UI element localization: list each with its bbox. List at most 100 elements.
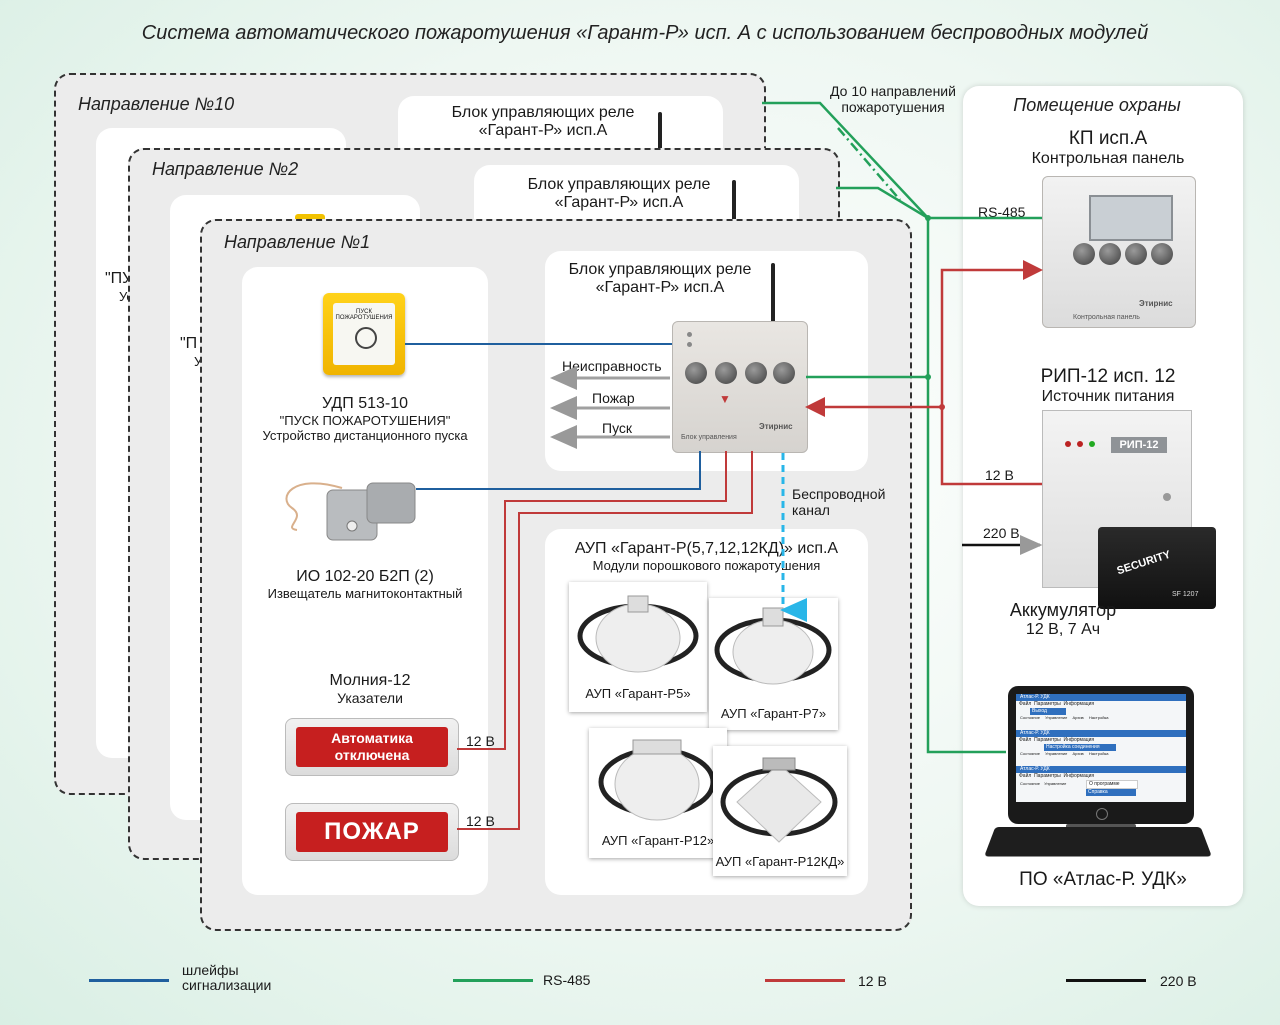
- io-body-right: [366, 482, 416, 524]
- red-junction: [939, 404, 945, 410]
- screen-item-connection: Настройка соединения: [1044, 744, 1116, 751]
- udp-caption: УДП 513-10 "ПУСК ПОЖАРОТУШЕНИЯ" Устройст…: [262, 395, 468, 443]
- udp-face-text: ПУСК ПОЖАРОТУШЕНИЯ: [335, 309, 393, 321]
- aup-p5-module-icon: [577, 595, 699, 673]
- aup-p5-label: АУП «Гарант-Р5»: [585, 686, 691, 701]
- screen-win-3-title: Атлас-Р. УДК: [1016, 766, 1186, 773]
- output-fault-label: Неисправность: [562, 358, 662, 374]
- green-dashdot: [837, 127, 901, 201]
- legend-black-label: 220 В: [1160, 973, 1197, 989]
- aup-p7-module-icon: [714, 607, 832, 685]
- software-caption: ПО «Атлас-Р. УДК»: [1019, 869, 1187, 890]
- io-caption: ИО 102-20 Б2П (2) Извещатель магнитоконт…: [267, 568, 463, 601]
- aup-p12-photo: АУП «Гарант-Р12»: [589, 728, 727, 858]
- computer-keyboard: [984, 826, 1212, 857]
- aup-p12-module-icon: [598, 739, 716, 821]
- security-room-title: Помещение охраны: [1013, 95, 1181, 115]
- relay-led-2: [687, 342, 692, 347]
- screen-win-3-cols: Состояние Управление: [1020, 781, 1067, 786]
- aup-p12kd-photo: АУП «Гарант-Р12КД»: [713, 746, 847, 876]
- direction-2-label: Направление №2: [152, 159, 299, 179]
- rip-badge: РИП-12: [1111, 437, 1167, 453]
- rip-led-2: [1077, 441, 1083, 447]
- io-wire: [285, 482, 343, 531]
- direction-10-label: Направление №10: [78, 94, 235, 114]
- relay-device-caption: Блок управления: [681, 434, 737, 441]
- screen-win-2-cols: Состояние Управление Архив Настройка: [1020, 751, 1109, 756]
- udp-face-panel: ПУСК ПОЖАРОТУШЕНИЯ: [333, 303, 395, 365]
- relay-button-1: [685, 362, 707, 384]
- udp-device-image: ПУСК ПОЖАРОТУШЕНИЯ: [323, 293, 405, 375]
- green-junction-2: [925, 374, 931, 380]
- direction-2-partial-text: "П У: [180, 335, 203, 369]
- computer-logo: [1096, 808, 1108, 820]
- aup-p12kd-label: АУП «Гарант-Р12КД»: [715, 854, 845, 869]
- aup-p12-label: АУП «Гарант-Р12»: [601, 833, 715, 848]
- relay-device: ▼ Блок управления Этирнис: [672, 321, 808, 453]
- legend-blue-label: шлейфы сигнализации: [182, 962, 272, 993]
- relay-brand: Этирнис: [759, 422, 793, 431]
- kp-button-1: [1073, 243, 1095, 265]
- screen-win-1: Атлас-Р. УДК Файл Параметры Информация В…: [1016, 694, 1186, 728]
- relay-antenna: [771, 263, 775, 325]
- legend-green-line: [453, 979, 533, 982]
- screen-win-1-cols: Состояние Управление Архив Настройка: [1020, 715, 1109, 720]
- diagram-title: Система автоматического пожаротушения «Г…: [141, 22, 1149, 44]
- rip-lock: [1163, 493, 1171, 501]
- output-fire-label: Пожар: [592, 390, 635, 406]
- legend-blue-line: [89, 979, 169, 982]
- computer-screen: Атлас-Р. УДК Файл Параметры Информация В…: [1016, 694, 1186, 802]
- legend-black-line: [1066, 979, 1146, 982]
- sign-automatics-off-face: Автоматика отключена: [296, 727, 448, 767]
- io-screw: [346, 520, 358, 532]
- aup-p7-label: АУП «Гарант-Р7»: [720, 706, 827, 721]
- kp-button-2: [1099, 243, 1121, 265]
- screen-win-2: Атлас-Р. УДК Файл Параметры Информация Н…: [1016, 730, 1186, 764]
- relay-button-3: [745, 362, 767, 384]
- output-start-label: Пуск: [602, 420, 633, 436]
- relay-led-1: [687, 332, 692, 337]
- legend-red-line: [765, 979, 845, 982]
- aup-p5-photo: АУП «Гарант-Р5»: [569, 582, 707, 712]
- screen-win-1-menu: Файл Параметры Информация: [1019, 701, 1095, 707]
- rip-led-1: [1065, 441, 1071, 447]
- screen-item-help: Справка: [1086, 789, 1136, 796]
- screen-win-3: Атлас-Р. УДК Файл Параметры Информация О…: [1016, 766, 1186, 802]
- kp-caption: КП исп.А Контрольная панель: [1031, 128, 1185, 167]
- rip-220v-label: 220 В: [983, 525, 1020, 541]
- io-detector-image: [285, 482, 416, 541]
- rip-led-3: [1089, 441, 1095, 447]
- relay-button-2: [715, 362, 737, 384]
- screen-item-exit: Выход: [1030, 708, 1066, 715]
- battery-caption: Аккумулятор 12 В, 7 Ач: [1009, 600, 1117, 638]
- screen-item-about: О программе: [1086, 780, 1138, 789]
- molniya-voltage-2: 12 В: [466, 813, 495, 829]
- screen-win-2-title: Атлас-Р. УДК: [1016, 730, 1186, 737]
- rip-12v-label: 12 В: [985, 467, 1014, 483]
- aup-p12kd-module-icon: [720, 757, 838, 843]
- wireless-label: Беспроводной канал: [792, 486, 886, 518]
- kp-button-3: [1125, 243, 1147, 265]
- rs485-label: RS-485: [978, 204, 1026, 220]
- kp-brand: Этирнис: [1139, 299, 1173, 308]
- relay-title: Блок управляющих реле «Гарант-Р» исп.А: [568, 261, 752, 296]
- sign-fire-face: ПОЖАР: [296, 812, 448, 852]
- udp-press-icon: [355, 327, 377, 349]
- screen-win-1-title: Атлас-Р. УДК: [1016, 694, 1186, 701]
- aup-title: АУП «Гарант-Р(5,7,12,12КД)» исп.А Модули…: [574, 540, 839, 573]
- rip-caption: РИП-12 исп. 12 Источник питания: [1040, 366, 1176, 405]
- kp-display: [1089, 195, 1173, 241]
- aup-p7-photo: АУП «Гарант-Р7»: [709, 598, 838, 730]
- up-to-10-directions: До 10 направлений пожаротушения: [830, 83, 956, 115]
- sign-automatics-off: Автоматика отключена: [285, 718, 459, 776]
- computer-monitor: Атлас-Р. УДК Файл Параметры Информация В…: [1008, 686, 1194, 824]
- kp-device: Контрольная панель Этирнис: [1042, 176, 1196, 328]
- molniya-voltage-1: 12 В: [466, 733, 495, 749]
- direction-2-antenna: [732, 180, 736, 228]
- kp-device-caption: Контрольная панель: [1073, 314, 1140, 321]
- sign-fire: ПОЖАР: [285, 803, 459, 861]
- screen-win-2-menu: Файл Параметры Информация: [1019, 737, 1095, 743]
- relay-alarm-icon: ▼: [719, 392, 731, 406]
- kp-button-4: [1151, 243, 1173, 265]
- legend-green-label: RS-485: [543, 972, 591, 988]
